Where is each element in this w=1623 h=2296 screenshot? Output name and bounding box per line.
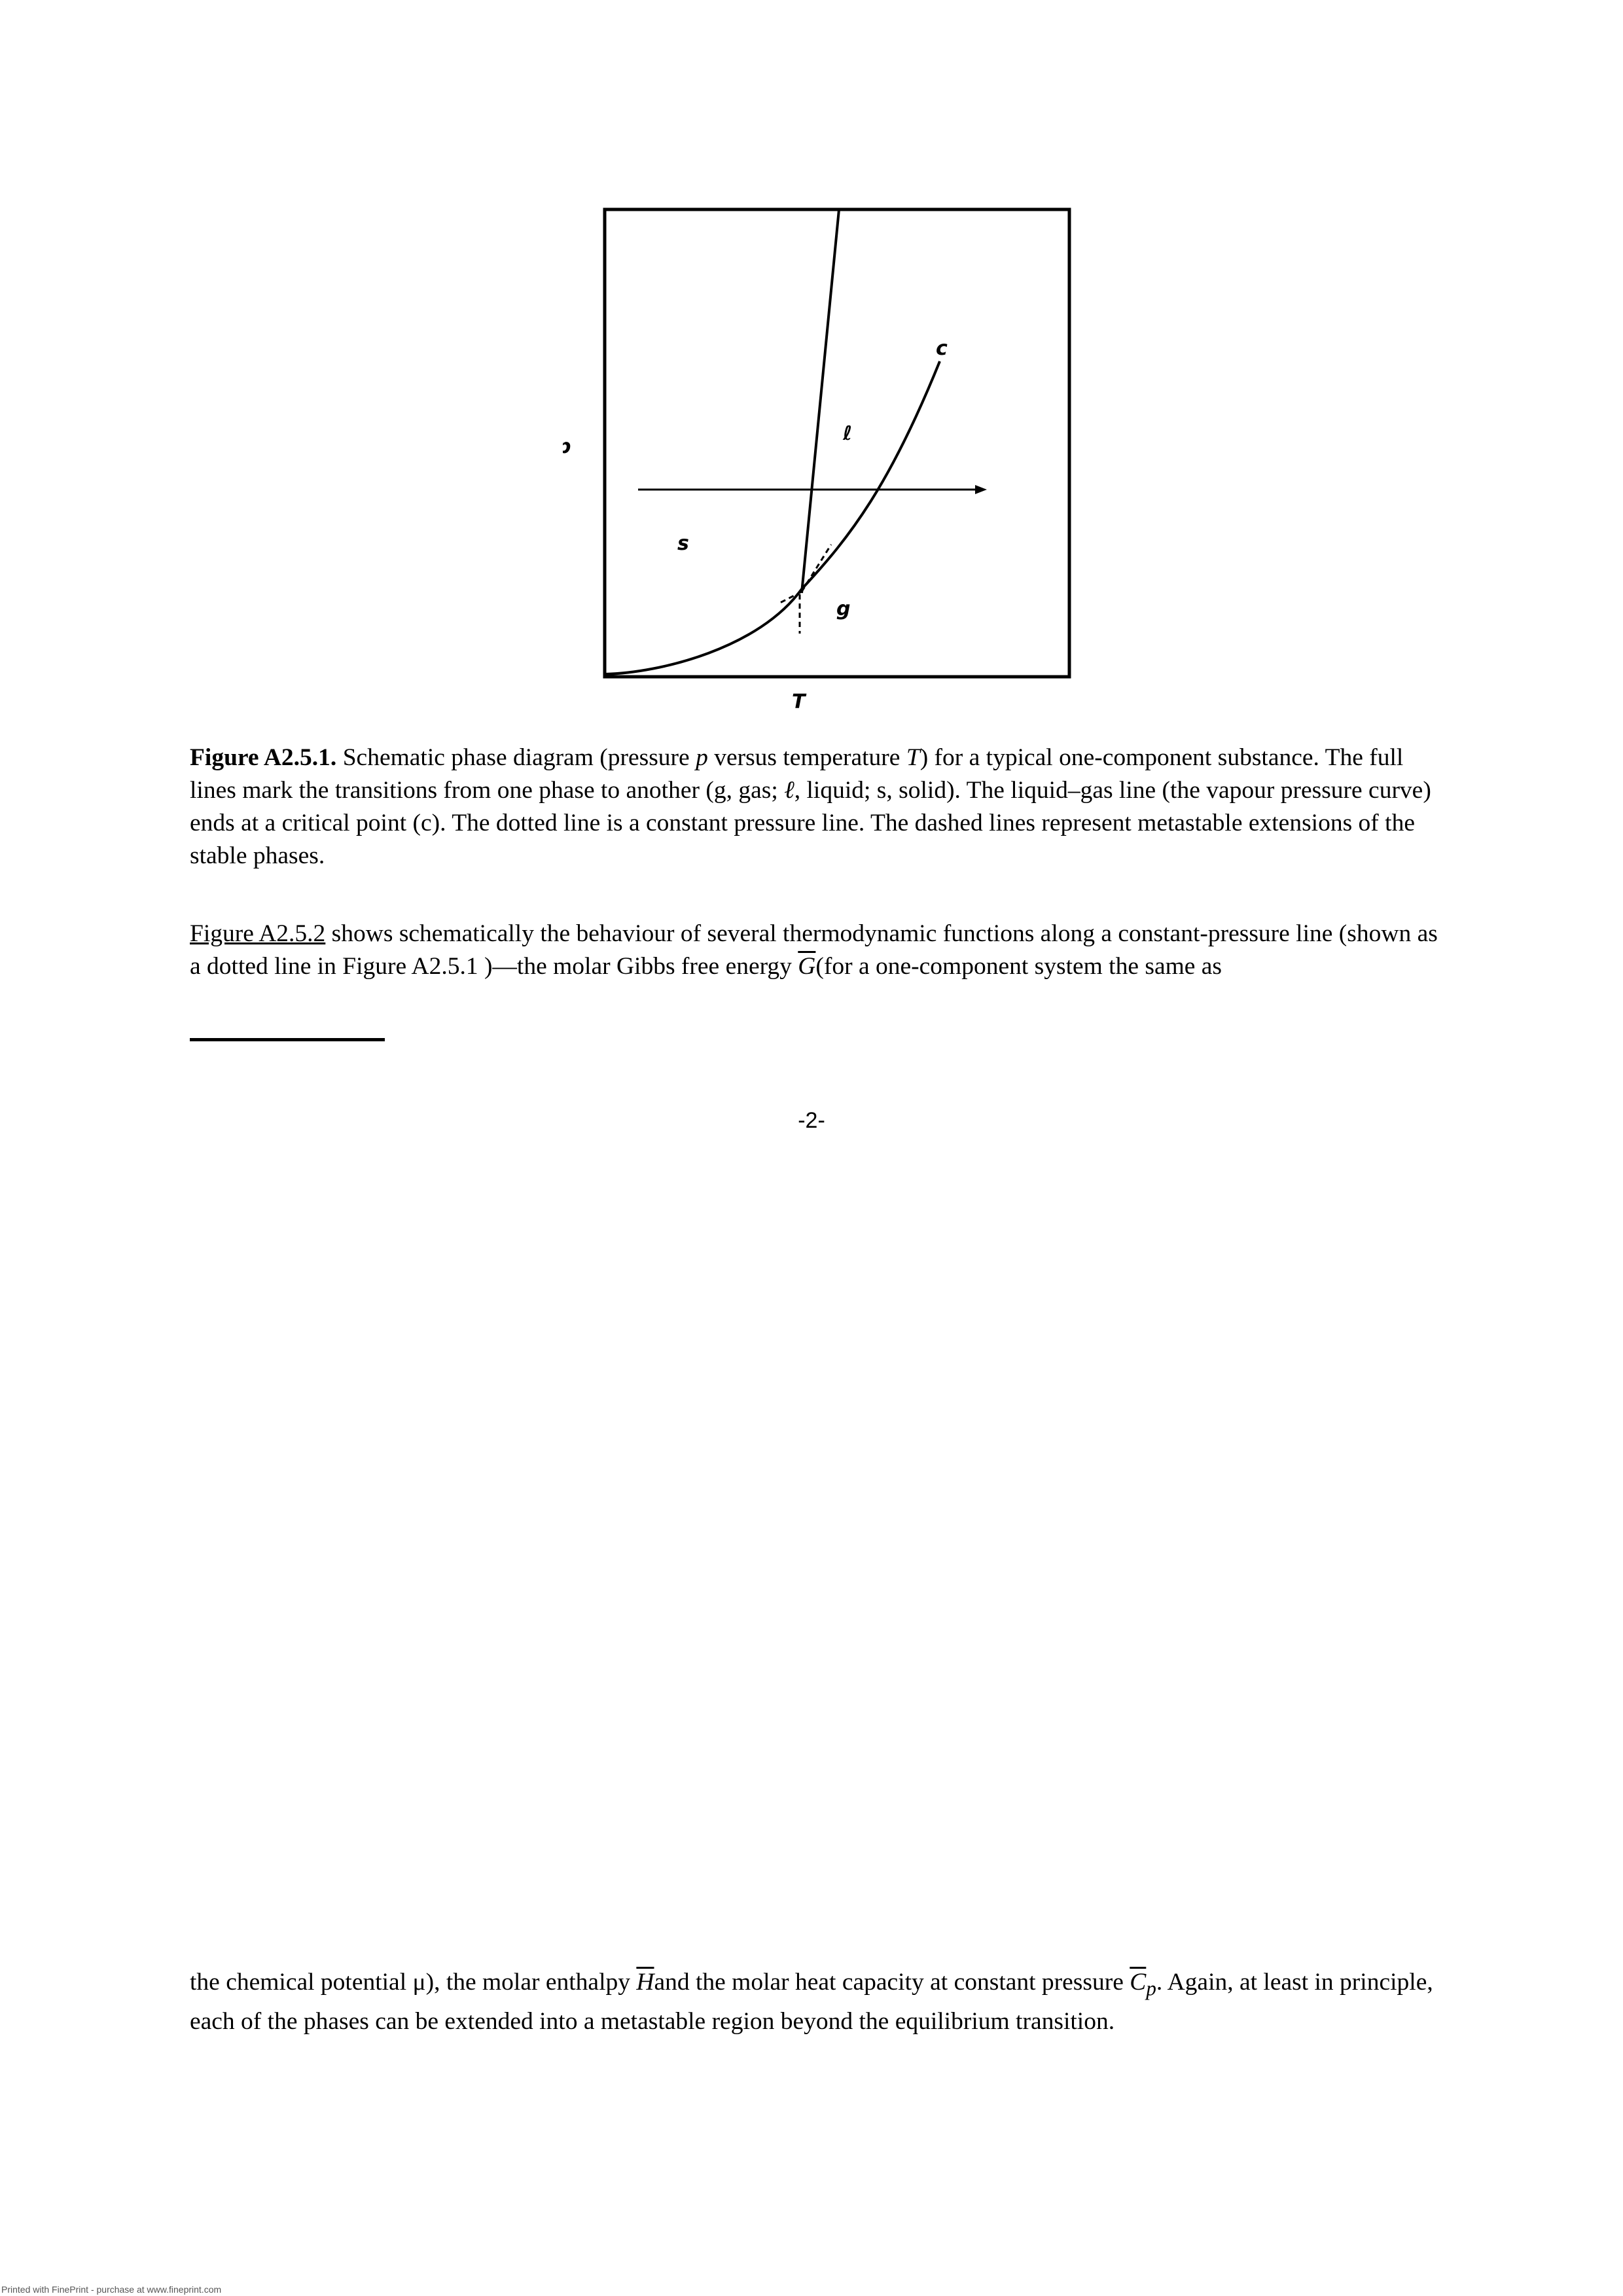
caption-figure-label: Figure A2.5.1.	[190, 744, 337, 771]
vapour-pressure-curve	[604, 361, 941, 675]
critical-point-label: c	[936, 337, 948, 360]
metastable-extension-right	[800, 544, 832, 592]
caption-text-3: ) for a typical one-component substance.…	[190, 744, 1404, 804]
region-label-liquid: ℓ	[842, 422, 852, 445]
caption-text-4: , liquid; s, solid). The liquid–gas line…	[190, 777, 1431, 869]
axis-label-T: T	[792, 691, 807, 713]
heat-capacity-symbol: C	[1130, 1969, 1147, 1996]
para1-text-2: (for a one-component system the same as	[815, 953, 1222, 980]
phase-diagram-figure: p T s ℓ g c	[556, 196, 1086, 720]
caption-symbol-T: T	[906, 744, 920, 771]
para1-text-1: shows schematically the behaviour of sev…	[190, 920, 1438, 980]
caption-symbol-l: ℓ	[784, 777, 794, 804]
region-label-gas: g	[836, 598, 850, 620]
gibbs-symbol: G	[798, 953, 816, 980]
para2-text-1: the chemical potential μ), the molar ent…	[190, 1969, 637, 1996]
diagram-frame	[603, 207, 1071, 679]
caption-symbol-p: p	[696, 744, 708, 771]
axis-label-p: p	[563, 435, 571, 458]
constant-pressure-arrowhead	[975, 485, 987, 494]
solid-liquid-line	[800, 209, 840, 594]
body-paragraph-2: the chemical potential μ), the molar ent…	[190, 1966, 1440, 2038]
metastable-extension-left	[778, 590, 802, 605]
para2-text-2: and the molar heat capacity at constant …	[654, 1969, 1130, 1996]
enthalpy-symbol: H	[636, 1969, 654, 1996]
caption-text-2: versus temperature	[707, 744, 906, 771]
phase-diagram-svg: p T s ℓ g c	[556, 207, 1071, 713]
page-number: -2-	[798, 1108, 825, 1133]
printer-footer-note: Printed with FinePrint - purchase at www…	[1, 2284, 222, 2295]
para2-text-3: . Again, at least in principle, each of …	[190, 1969, 1433, 2035]
region-label-solid: s	[677, 532, 689, 555]
body-paragraph-1: Figure A2.5.2 shows schematically the be…	[190, 918, 1440, 983]
caption-text-1: Schematic phase diagram (pressure	[336, 744, 696, 771]
footnote-rule	[190, 1038, 385, 1041]
figure-caption: Figure A2.5.1. Schematic phase diagram (…	[190, 742, 1440, 872]
figure-link[interactable]: Figure A2.5.2	[190, 920, 326, 947]
heat-capacity-subscript: p	[1146, 1977, 1156, 2000]
